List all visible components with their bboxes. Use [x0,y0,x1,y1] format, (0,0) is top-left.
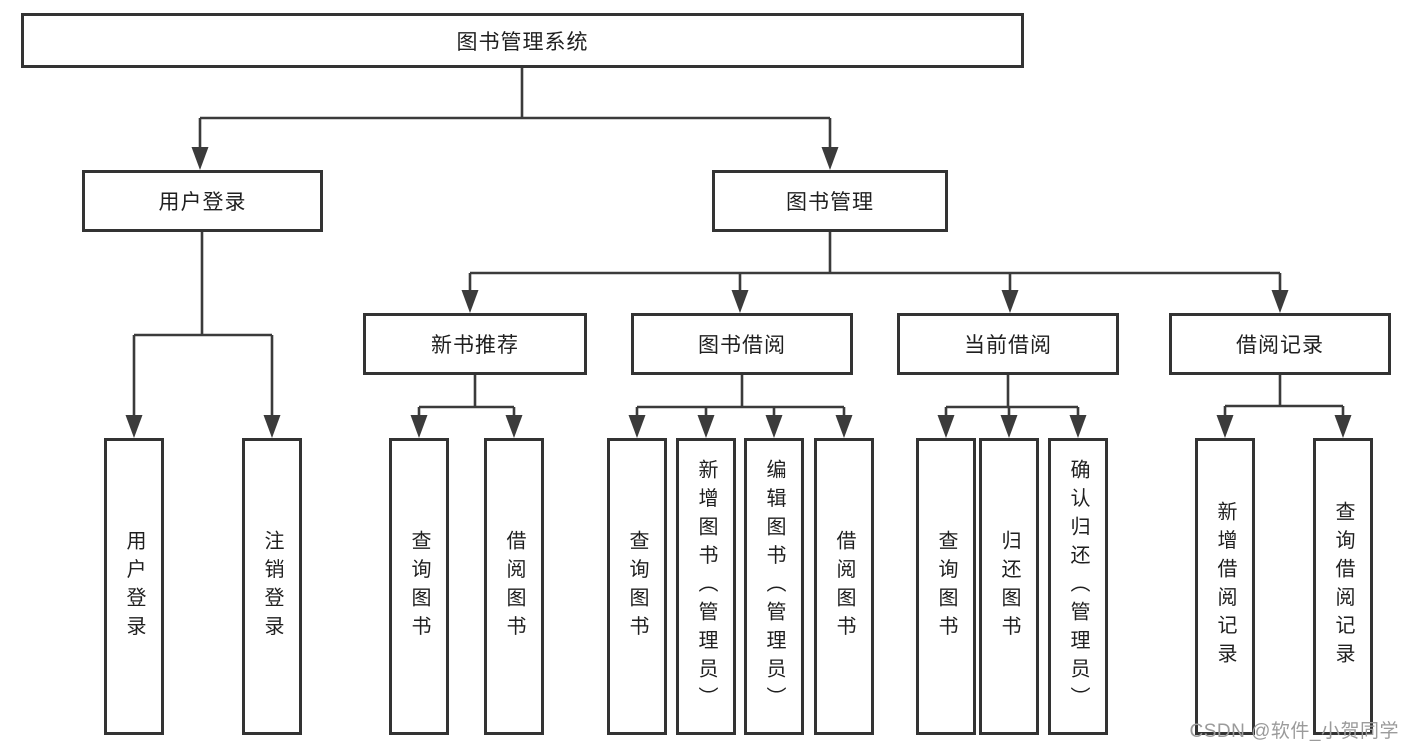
leaf-query-books: 查询图书 [607,438,667,735]
leaf-borrow-books: 借阅图书 [484,438,544,735]
leaf-borrow-books: 借阅图书 [814,438,874,735]
node-label: 借阅记录 [1236,334,1324,357]
leaf-add-borrow-record: 新增借阅记录 [1195,438,1255,735]
node-label: 归还图书 [998,529,1020,644]
node-current-borrow: 当前借阅 [897,313,1119,375]
node-label: 用户登录 [158,191,247,214]
node-label: 新书推荐 [431,334,519,357]
node-label: 新增图书（管理员） [695,458,717,715]
connector-root [198,68,832,150]
connector-new-book [417,375,516,418]
node-label: 查询图书 [408,529,430,644]
connector-user-login [132,232,274,418]
csdn-watermark: CSDN @软件_小贺同学 [1189,721,1399,742]
node-borrow-records: 借阅记录 [1169,313,1391,375]
node-label: 查询图书 [935,529,957,644]
node-label: 图书管理 [786,191,874,214]
leaf-return-books: 归还图书 [979,438,1039,735]
leaf-edit-book-admin: 编辑图书（管理员） [744,438,804,735]
leaf-query-books: 查询图书 [389,438,449,735]
connector-book-management [468,232,1282,293]
node-library-management-system: 图书管理系统 [21,13,1024,68]
node-new-book-recommend: 新书推荐 [363,313,587,375]
node-book-management: 图书管理 [712,170,948,232]
node-label: 注销登录 [261,529,283,644]
node-label: 查询图书 [626,529,648,644]
connector-borrow-records [1223,375,1345,418]
node-user-login: 用户登录 [82,170,323,232]
node-label: 新增借阅记录 [1214,501,1236,672]
node-label: 图书借阅 [698,334,786,357]
node-label: 借阅图书 [503,529,525,644]
node-label: 确认归还（管理员） [1067,458,1089,715]
node-label: 借阅图书 [833,529,855,644]
node-book-borrow: 图书借阅 [631,313,853,375]
leaf-user-login: 用户登录 [104,438,164,735]
connector-current-borrow [944,375,1080,418]
leaf-logout: 注销登录 [242,438,302,735]
arrowheads [125,147,1352,438]
leaf-query-books: 查询图书 [916,438,976,735]
node-label: 图书管理系统 [456,30,589,54]
node-label: 用户登录 [123,529,145,644]
node-label: 当前借阅 [964,334,1052,357]
leaf-query-borrow-record: 查询借阅记录 [1313,438,1373,735]
leaf-add-book-admin: 新增图书（管理员） [676,438,736,735]
leaf-confirm-return-admin: 确认归还（管理员） [1048,438,1108,735]
node-label: 编辑图书（管理员） [763,458,785,715]
node-label: 查询借阅记录 [1332,501,1354,672]
connector-book-borrow [635,375,846,418]
